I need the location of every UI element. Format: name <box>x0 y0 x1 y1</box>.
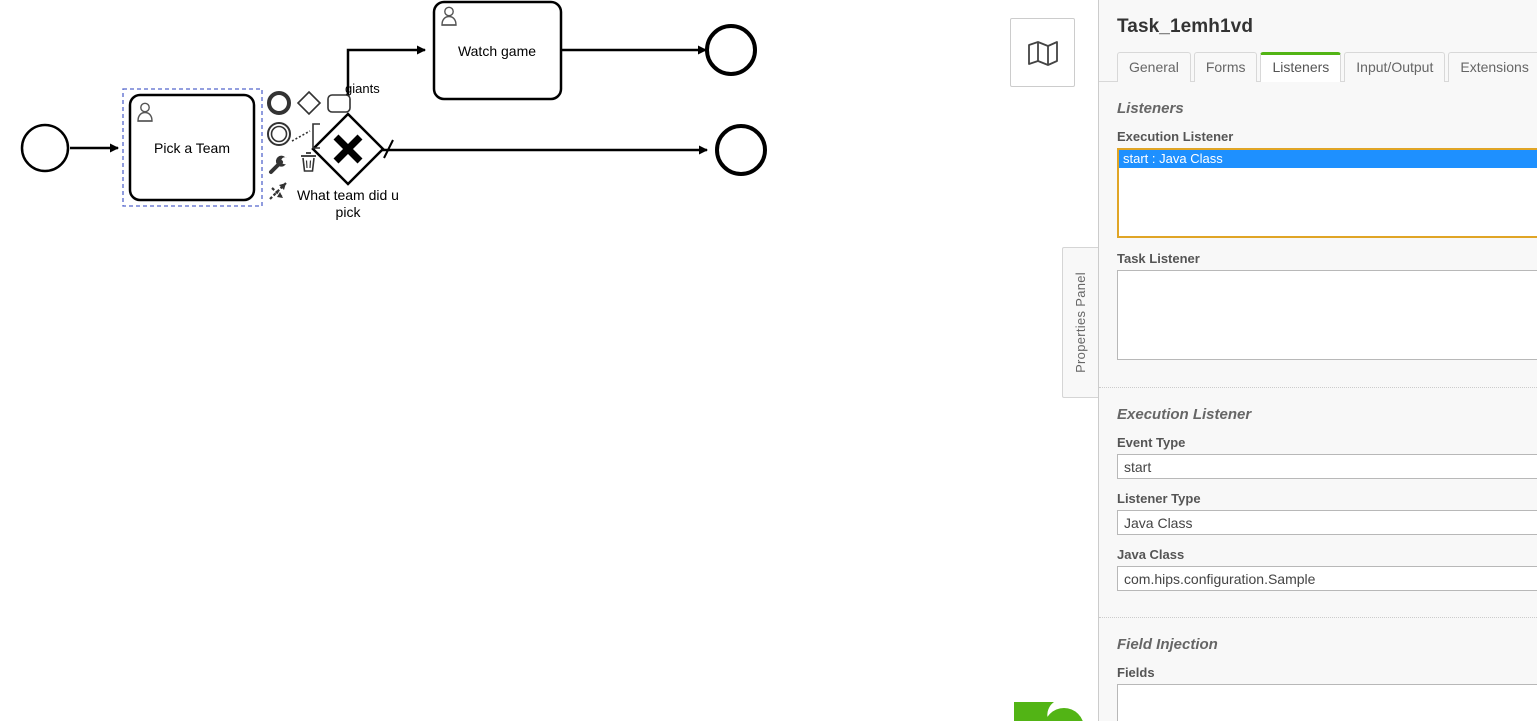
gateway-label-line1: What team did u <box>297 187 399 203</box>
context-pad-connector <box>291 123 320 149</box>
label-fields: Fields <box>1117 665 1155 680</box>
properties-tabs[interactable]: General Forms Listeners Input/Output Ext… <box>1099 52 1537 82</box>
properties-panel-toggle-tab[interactable]: Properties Panel <box>1062 247 1098 398</box>
minimap-toggle-button[interactable] <box>1010 18 1075 87</box>
map-icon <box>1027 40 1058 66</box>
field-task-listener: Task Listener <box>1117 251 1537 361</box>
java-class-input[interactable] <box>1117 566 1537 591</box>
sequence-flow-gateway-to-end-default[interactable] <box>378 139 708 159</box>
field-java-class: Java Class <box>1117 547 1537 591</box>
flow-label-giants: giants <box>345 81 380 96</box>
user-task-icon <box>137 102 153 122</box>
task-label-pick-a-team: Pick a Team <box>154 140 230 156</box>
change-type-wrench-icon[interactable] <box>269 155 287 174</box>
execution-listener-listbox[interactable]: start : Java Class <box>1117 148 1537 238</box>
label-task-listener: Task Listener <box>1117 251 1200 266</box>
field-listener-type: Listener Type <box>1117 491 1537 535</box>
section-heading-execution-listener: Execution Listener <box>1117 406 1252 423</box>
label-event-type: Event Type <box>1117 435 1186 450</box>
bpmn-diagram[interactable]: Pick a Team Watch game What team did u p… <box>0 0 1100 721</box>
field-event-type: Event Type <box>1117 435 1537 479</box>
bpmn-canvas[interactable]: Pick a Team Watch game What team did u p… <box>0 0 1100 721</box>
exclusive-gateway[interactable]: What team did u pick <box>297 112 399 220</box>
properties-panel[interactable]: Task_1emh1vd General Forms Listeners Inp… <box>1098 0 1537 721</box>
append-task-icon[interactable] <box>327 94 351 113</box>
sequence-flow-gateway-to-watch[interactable] <box>346 45 426 100</box>
field-fields: Fields <box>1117 665 1537 721</box>
append-end-event-icon[interactable] <box>267 91 291 115</box>
tab-input-output[interactable]: Input/Output <box>1344 52 1446 82</box>
user-task-pick-a-team[interactable]: Pick a Team <box>128 93 256 202</box>
connect-arrow-icon[interactable] <box>269 182 287 200</box>
fields-listbox[interactable] <box>1117 684 1537 721</box>
gateway-label-line2: pick <box>336 204 362 220</box>
delete-trash-icon[interactable] <box>301 152 316 172</box>
tab-general[interactable]: General <box>1117 52 1191 82</box>
end-event-2[interactable] <box>715 124 767 176</box>
event-type-input[interactable] <box>1117 454 1537 479</box>
task-listener-listbox[interactable] <box>1117 270 1537 360</box>
tab-extensions[interactable]: Extensions <box>1448 52 1537 82</box>
start-event[interactable] <box>20 123 70 173</box>
tab-forms[interactable]: Forms <box>1193 52 1258 82</box>
append-intermediate-event-icon[interactable] <box>267 122 291 146</box>
default-flow-marker <box>383 139 394 159</box>
label-java-class: Java Class <box>1117 547 1185 562</box>
field-execution-listener: Execution Listener start : Java Class <box>1117 129 1537 239</box>
context-pad[interactable] <box>267 90 351 200</box>
section-heading-field-injection: Field Injection <box>1117 636 1218 653</box>
listener-type-input[interactable] <box>1117 510 1537 535</box>
task-label-watch-game: Watch game <box>458 43 536 59</box>
label-listener-type: Listener Type <box>1117 491 1201 506</box>
tab-listeners[interactable]: Listeners <box>1260 52 1342 82</box>
end-event-1[interactable] <box>705 24 757 76</box>
page-title: Task_1emh1vd <box>1117 16 1254 37</box>
section-execution-listener: Execution Listener Event Type Listener T… <box>1099 387 1537 617</box>
selection-outline <box>122 88 263 207</box>
section-heading-listeners: Listeners <box>1117 100 1184 117</box>
section-field-injection: Field Injection Fields <box>1099 617 1537 721</box>
execution-listener-option: start : Java Class <box>1119 150 1537 168</box>
label-execution-listener: Execution Listener <box>1117 129 1234 144</box>
append-gateway-icon[interactable] <box>296 90 322 116</box>
section-listeners: Listeners Execution Listener start : Jav… <box>1099 82 1537 387</box>
properties-panel-toggle-label: Properties Panel <box>1073 272 1088 373</box>
user-task-watch-game[interactable]: Watch game <box>432 0 563 101</box>
user-task-icon <box>441 6 457 26</box>
